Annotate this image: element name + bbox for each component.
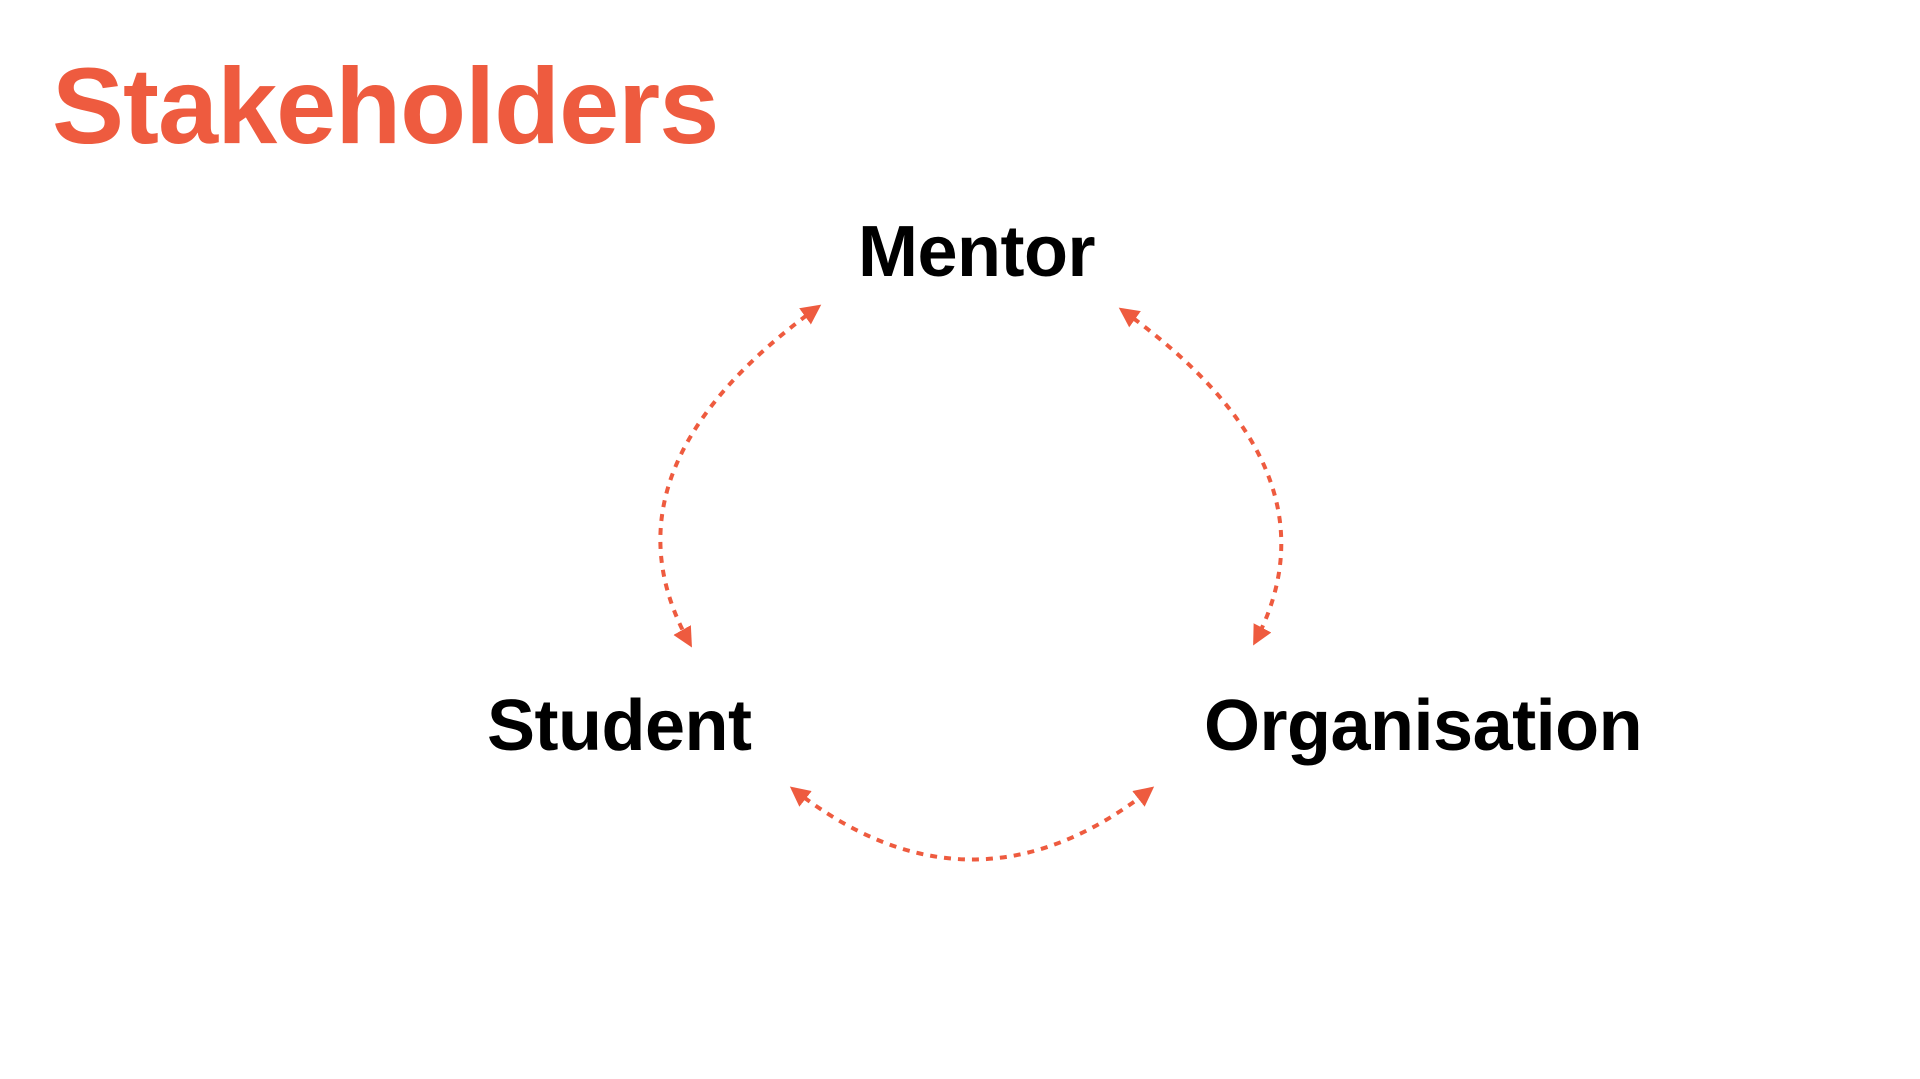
- arrow-student-organisation: [789, 786, 1155, 862]
- arrow-mentor-organisation: [1118, 307, 1284, 646]
- node-student: Student: [487, 686, 752, 766]
- node-mentor: Mentor: [858, 212, 1095, 292]
- node-organisation: Organisation: [1204, 686, 1643, 766]
- arrow-mentor-student: [658, 304, 822, 648]
- slide-title: Stakeholders: [52, 45, 719, 166]
